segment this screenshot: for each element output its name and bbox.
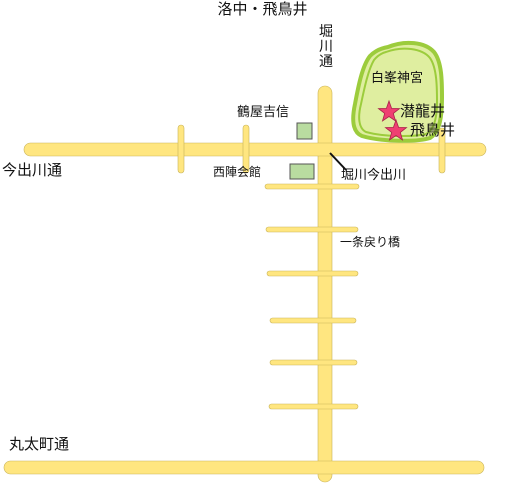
map-title: 洛中・飛鳥井 bbox=[217, 0, 308, 18]
star-icon bbox=[377, 99, 401, 122]
horikawa-imadegawa-pointer bbox=[329, 152, 347, 171]
nishijin-kaikan-label: 西陣会館 bbox=[213, 165, 262, 179]
senryu-i-label: 潜龍井 bbox=[400, 102, 446, 120]
cross-street bbox=[242, 124, 250, 174]
cross-street bbox=[438, 127, 446, 174]
side-street bbox=[269, 317, 357, 324]
ichijo-modoribashi-label: 一条戻り橋 bbox=[340, 235, 401, 249]
horikawa-char: 堀 bbox=[319, 24, 333, 40]
tsuruya-yoshinobu-label: 鶴屋吉信 bbox=[237, 105, 290, 120]
imadegawa-dori-road bbox=[23, 142, 487, 157]
horikawa-char: 通 bbox=[319, 54, 333, 70]
marutamachi-dori-road bbox=[3, 460, 485, 475]
cross-street bbox=[177, 124, 185, 174]
side-street bbox=[269, 359, 358, 366]
asukai-label: 飛鳥井 bbox=[410, 121, 456, 139]
roads bbox=[3, 85, 487, 483]
tsuruya-yoshinobu-building bbox=[296, 122, 313, 140]
star-icon bbox=[384, 118, 408, 141]
horikawa-char: 川 bbox=[319, 39, 333, 55]
marutamachi-dori-label: 丸太町通 bbox=[9, 435, 70, 453]
horikawa-dori-label: 堀 川 通 bbox=[315, 25, 337, 70]
side-street bbox=[266, 270, 359, 277]
side-street bbox=[268, 403, 359, 410]
nishijin-kaikan-building bbox=[289, 163, 315, 180]
side-street bbox=[265, 226, 359, 233]
shiramine-jingu-grounds bbox=[351, 40, 445, 143]
imadegawa-dori-label: 今出川通 bbox=[2, 161, 63, 179]
side-street bbox=[264, 183, 360, 190]
horikawa-imadegawa-label: 堀川今出川 bbox=[341, 168, 407, 183]
shiramine-jingu-label: 白峯神宮 bbox=[371, 71, 424, 86]
